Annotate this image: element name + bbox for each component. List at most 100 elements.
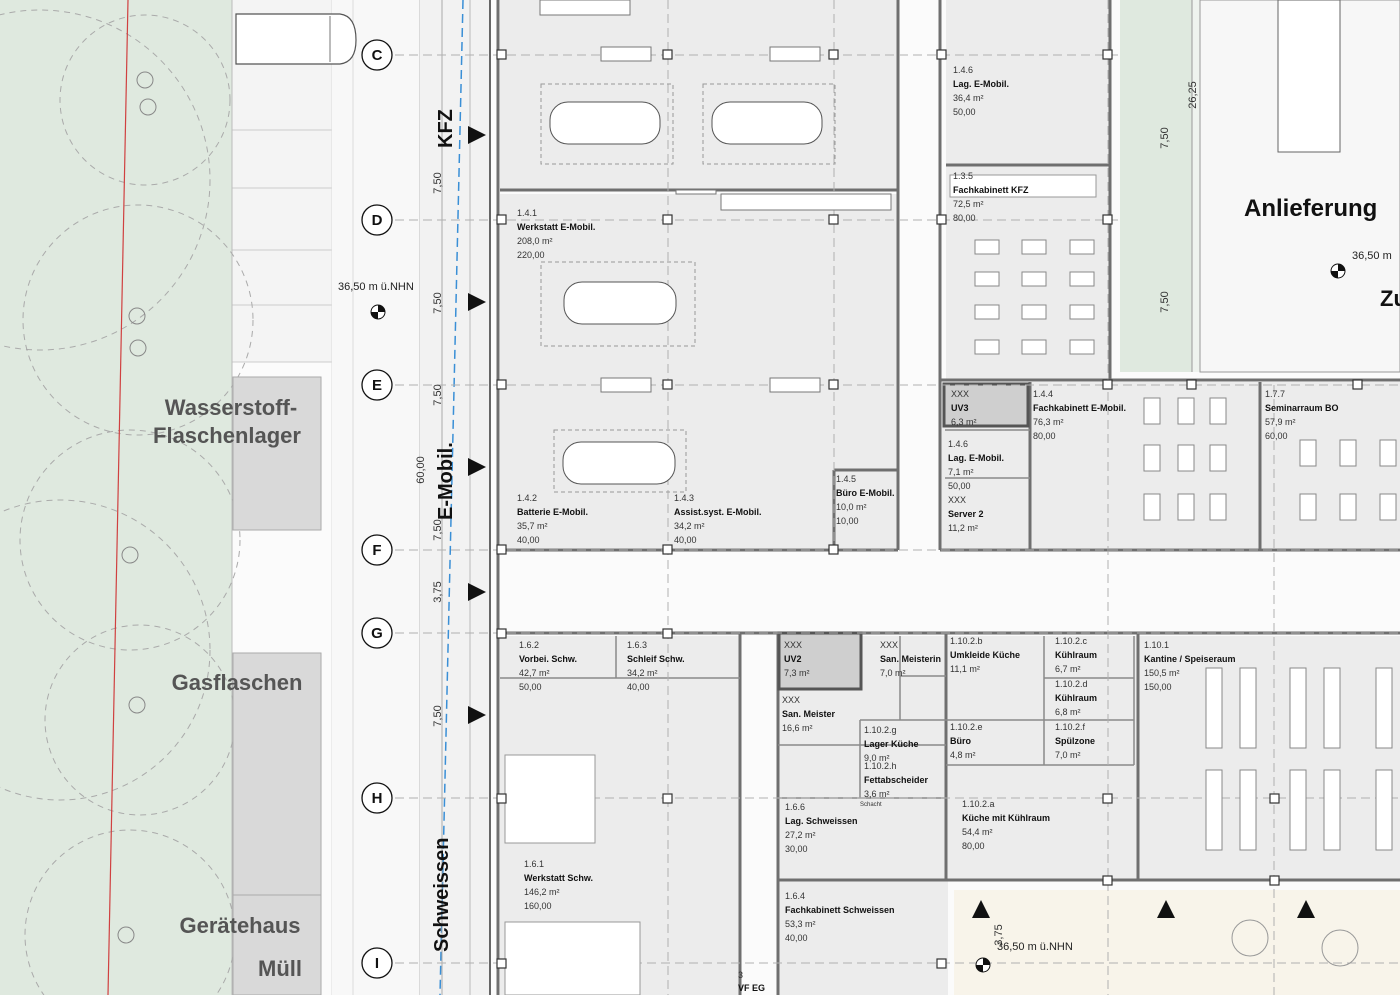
axis-label: H <box>372 790 383 807</box>
dimension-label: 7,50 <box>1159 127 1171 148</box>
entrance-arrow-icon <box>468 126 1315 918</box>
room-val: 40,00 <box>674 535 697 545</box>
tree-icon <box>117 71 157 944</box>
axis-label: G <box>371 625 383 642</box>
room-id: XXX <box>782 695 800 705</box>
geraetehaus-label: Gerätehaus <box>179 913 300 938</box>
dimension-label: 7,50 <box>432 705 444 726</box>
room-val: 7,0 m² <box>1055 750 1081 760</box>
room-val: 160,00 <box>524 901 552 911</box>
room-val: 27,2 m² <box>785 830 816 840</box>
green-area <box>0 0 232 995</box>
room-val: 54,4 m² <box>962 827 993 837</box>
gasflaschen-box <box>232 652 322 896</box>
gasflaschen-label: Gasflaschen <box>172 670 303 695</box>
wasserstoff-box <box>232 376 322 531</box>
room-id: 1.4.6 <box>953 65 973 75</box>
grid-lines <box>395 0 1400 995</box>
room-val: 10,0 m² <box>836 502 867 512</box>
vf-label: VF EG <box>738 983 765 993</box>
room-val: 7,0 m² <box>880 668 906 678</box>
room-id: 1.10.2.e <box>950 722 983 732</box>
axis-bubble <box>361 947 393 979</box>
room-val: 6,7 m² <box>1055 664 1081 674</box>
room-val: 35,7 m² <box>517 521 548 531</box>
room-name: Lag. Schweissen <box>785 816 858 826</box>
anlieferung-label: Anlieferung <box>1244 195 1377 222</box>
room-val: 40,00 <box>517 535 540 545</box>
room-name: UV2 <box>784 654 802 664</box>
room-val: 80,00 <box>953 213 976 223</box>
room-val: 11,2 m² <box>948 523 978 533</box>
room-id: 1.4.5 <box>836 474 856 484</box>
room-val: 34,2 m² <box>674 521 705 531</box>
axis-label: F <box>372 542 381 559</box>
room-id: 1.4.6 <box>948 439 968 449</box>
axis-bubble <box>361 204 393 236</box>
dimension-label: 7,50 <box>432 292 444 313</box>
room-name: Fachkabinett KFZ <box>953 185 1029 195</box>
dimension-label: 3,75 <box>993 924 1005 945</box>
room-val: 3,6 m² <box>864 789 890 799</box>
room-id: 1.10.2.g <box>864 725 897 735</box>
room-id: 1.4.1 <box>517 208 537 218</box>
room-id: 1.4.2 <box>517 493 537 503</box>
level-left: 36,50 m ü.NHN <box>338 281 414 293</box>
room-name: Fachkabinett E-Mobil. <box>1033 403 1126 413</box>
dimension-label: 7,50 <box>432 519 444 540</box>
room-id: XXX <box>880 640 898 650</box>
truck-icon <box>1277 0 1341 153</box>
axis-label: E <box>372 377 382 394</box>
axis-bubble <box>361 782 393 814</box>
room-val: 150,5 m² <box>1144 668 1180 678</box>
room-val: 40,00 <box>627 682 650 692</box>
room-val: 53,3 m² <box>785 919 816 929</box>
wasserstoff-label-2: Flaschenlager <box>153 423 301 448</box>
room-name: Werkstatt Schw. <box>524 873 593 883</box>
room-val: 6,8 m² <box>1055 707 1081 717</box>
zu-label: Zu <box>1380 286 1400 311</box>
room-name: San. Meisterin <box>880 654 941 664</box>
axis-bubble <box>361 534 393 566</box>
room-val: 76,3 m² <box>1033 417 1064 427</box>
room-name: Kühlraum <box>1055 693 1097 703</box>
room-name: UV3 <box>951 403 969 413</box>
level-bottom: 36,50 m ü.NHN <box>997 941 1073 953</box>
room-val: 42,7 m² <box>519 668 550 678</box>
room-id: 1.6.1 <box>524 859 544 869</box>
axis-label: C <box>372 47 383 64</box>
zone-emobil: E-Mobil. <box>435 442 457 520</box>
room-name: Batterie E-Mobil. <box>517 507 588 517</box>
room-id: 1.10.2.h <box>864 761 897 771</box>
room-name: San. Meister <box>782 709 836 719</box>
room-id: 1.10.2.a <box>962 799 995 809</box>
zone-schweissen: Schweissen <box>431 837 453 952</box>
room-name: Assist.syst. E-Mobil. <box>674 507 762 517</box>
road <box>332 0 420 995</box>
uv2-box <box>777 631 863 691</box>
room-name: Lag. E-Mobil. <box>948 453 1004 463</box>
room-val: 7,3 m² <box>784 668 810 678</box>
schacht-label: Schacht <box>860 802 882 808</box>
room-id: 1.10.2.c <box>1055 636 1088 646</box>
room-name: Küche mit Kühlraum <box>962 813 1050 823</box>
muell-label: Müll <box>258 956 302 981</box>
axis-label: I <box>375 955 379 972</box>
car-icon <box>549 101 823 485</box>
room-name: Fettabscheider <box>864 775 929 785</box>
axis-label: D <box>372 212 383 229</box>
utility-line <box>439 0 464 995</box>
dimension-label: 60,00 <box>415 456 427 484</box>
room-name: Server 2 <box>948 509 984 519</box>
level-marker-icon <box>370 263 1346 973</box>
room-val: 72,5 m² <box>953 199 984 209</box>
room-id: 1.7.7 <box>1265 389 1285 399</box>
room-id: 1.4.3 <box>674 493 694 503</box>
room-val: 11,1 m² <box>950 664 980 674</box>
wasserstoff-label-1: Wasserstoff- <box>165 395 297 420</box>
room-val: 34,2 m² <box>627 668 658 678</box>
room-name: Seminarraum BO <box>1265 403 1339 413</box>
room-name: Büro E-Mobil. <box>836 488 895 498</box>
room-val: 57,9 m² <box>1265 417 1296 427</box>
room-id: 1.10.1 <box>1144 640 1169 650</box>
